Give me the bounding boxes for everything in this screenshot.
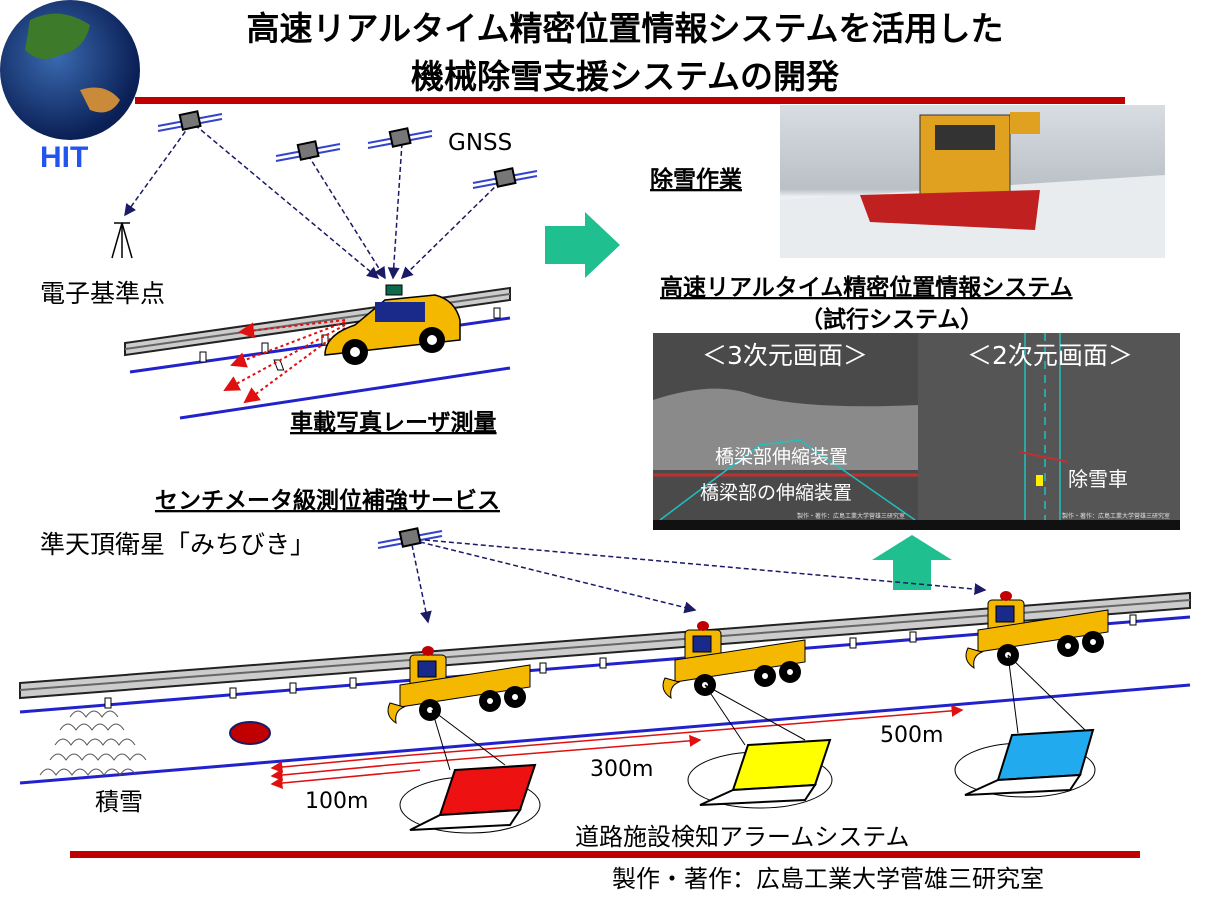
qzss-signals (411, 539, 987, 624)
qzss-label: 準天頂衛星「みちびき」 (40, 530, 315, 559)
screen-3d-label-2: 橋梁部の伸縮装置 (700, 482, 852, 504)
gnss-label: GNSS (448, 130, 512, 156)
distance-label-300m: 300m (590, 757, 653, 782)
gnss-satellite-icon (275, 140, 341, 162)
snow-removal-label: 除雪作業 (650, 166, 743, 193)
snow-pile (39, 710, 147, 776)
system-subtitle: （試行システム） (800, 306, 983, 333)
snowplow-photo (780, 105, 1165, 258)
screen-3d-title: ＜3次元画面＞ (702, 341, 868, 370)
laptop-alarm-red (399, 709, 541, 834)
footer-rule (70, 851, 1140, 858)
survey-car-icon (324, 284, 461, 365)
laser-beams (223, 319, 346, 404)
credit-text: 製作・著作：広島工業大学菅雄三研究室 (612, 865, 1044, 893)
distance-arrows (270, 704, 964, 789)
hit-logo-text: HIT (40, 141, 88, 174)
reference-station-icon (111, 222, 133, 259)
snow-pile-label: 積雪 (95, 788, 143, 816)
title-line-1: 高速リアルタイム精密位置情報システムを活用した (246, 9, 1003, 48)
up-arrow-icon (872, 535, 952, 590)
title-line-2: 機械除雪支援システムの開発 (411, 57, 840, 96)
alarm-system-label: 道路施設検知アラームシステム (575, 823, 910, 851)
screen-3d-label-1: 橋梁部伸縮装置 (715, 446, 848, 468)
screen-2d-title: ＜2次元画面＞ (967, 341, 1133, 370)
gnss-satellite-icon (472, 167, 538, 189)
gnss-satellite-icon (367, 127, 433, 149)
laptop-alarm-yellow (687, 684, 833, 809)
title-rule (135, 97, 1125, 104)
screen-3d-credit: 製作・著作：広島工業大学菅雄三研究室 (797, 512, 905, 520)
mobile-mapping-label: 車載写真レーザ測量 (290, 409, 497, 436)
screen-2d-credit: 製作・著作：広島工業大学菅雄三研究室 (1062, 512, 1170, 520)
augmentation-service-label: センチメータ級測位補強サービス (155, 487, 500, 514)
system-title: 高速リアルタイム精密位置情報システム (660, 274, 1073, 301)
screen-2d-label: 除雪車 (1068, 467, 1128, 491)
screen-2d: ＜2次元画面＞ 除雪車 製作・著作：広島工業大学菅雄三研究室 (918, 333, 1180, 530)
screen-3d: ＜3次元画面＞ 橋梁部伸縮装置 橋梁部の伸縮装置 製作・著作：広島工業大学菅雄三… (653, 333, 918, 530)
gnss-satellite-icon (157, 110, 223, 132)
globe-logo: HIT (0, 0, 140, 174)
right-arrow-icon (545, 212, 620, 278)
gnss-signals (124, 124, 501, 280)
laptop-alarm-blue (954, 654, 1096, 798)
distance-label-500m: 500m (880, 723, 943, 748)
distance-label-100m: 100m (305, 789, 368, 814)
road-obstacle-icon (229, 721, 271, 745)
reference-station-label: 電子基準点 (40, 279, 165, 308)
